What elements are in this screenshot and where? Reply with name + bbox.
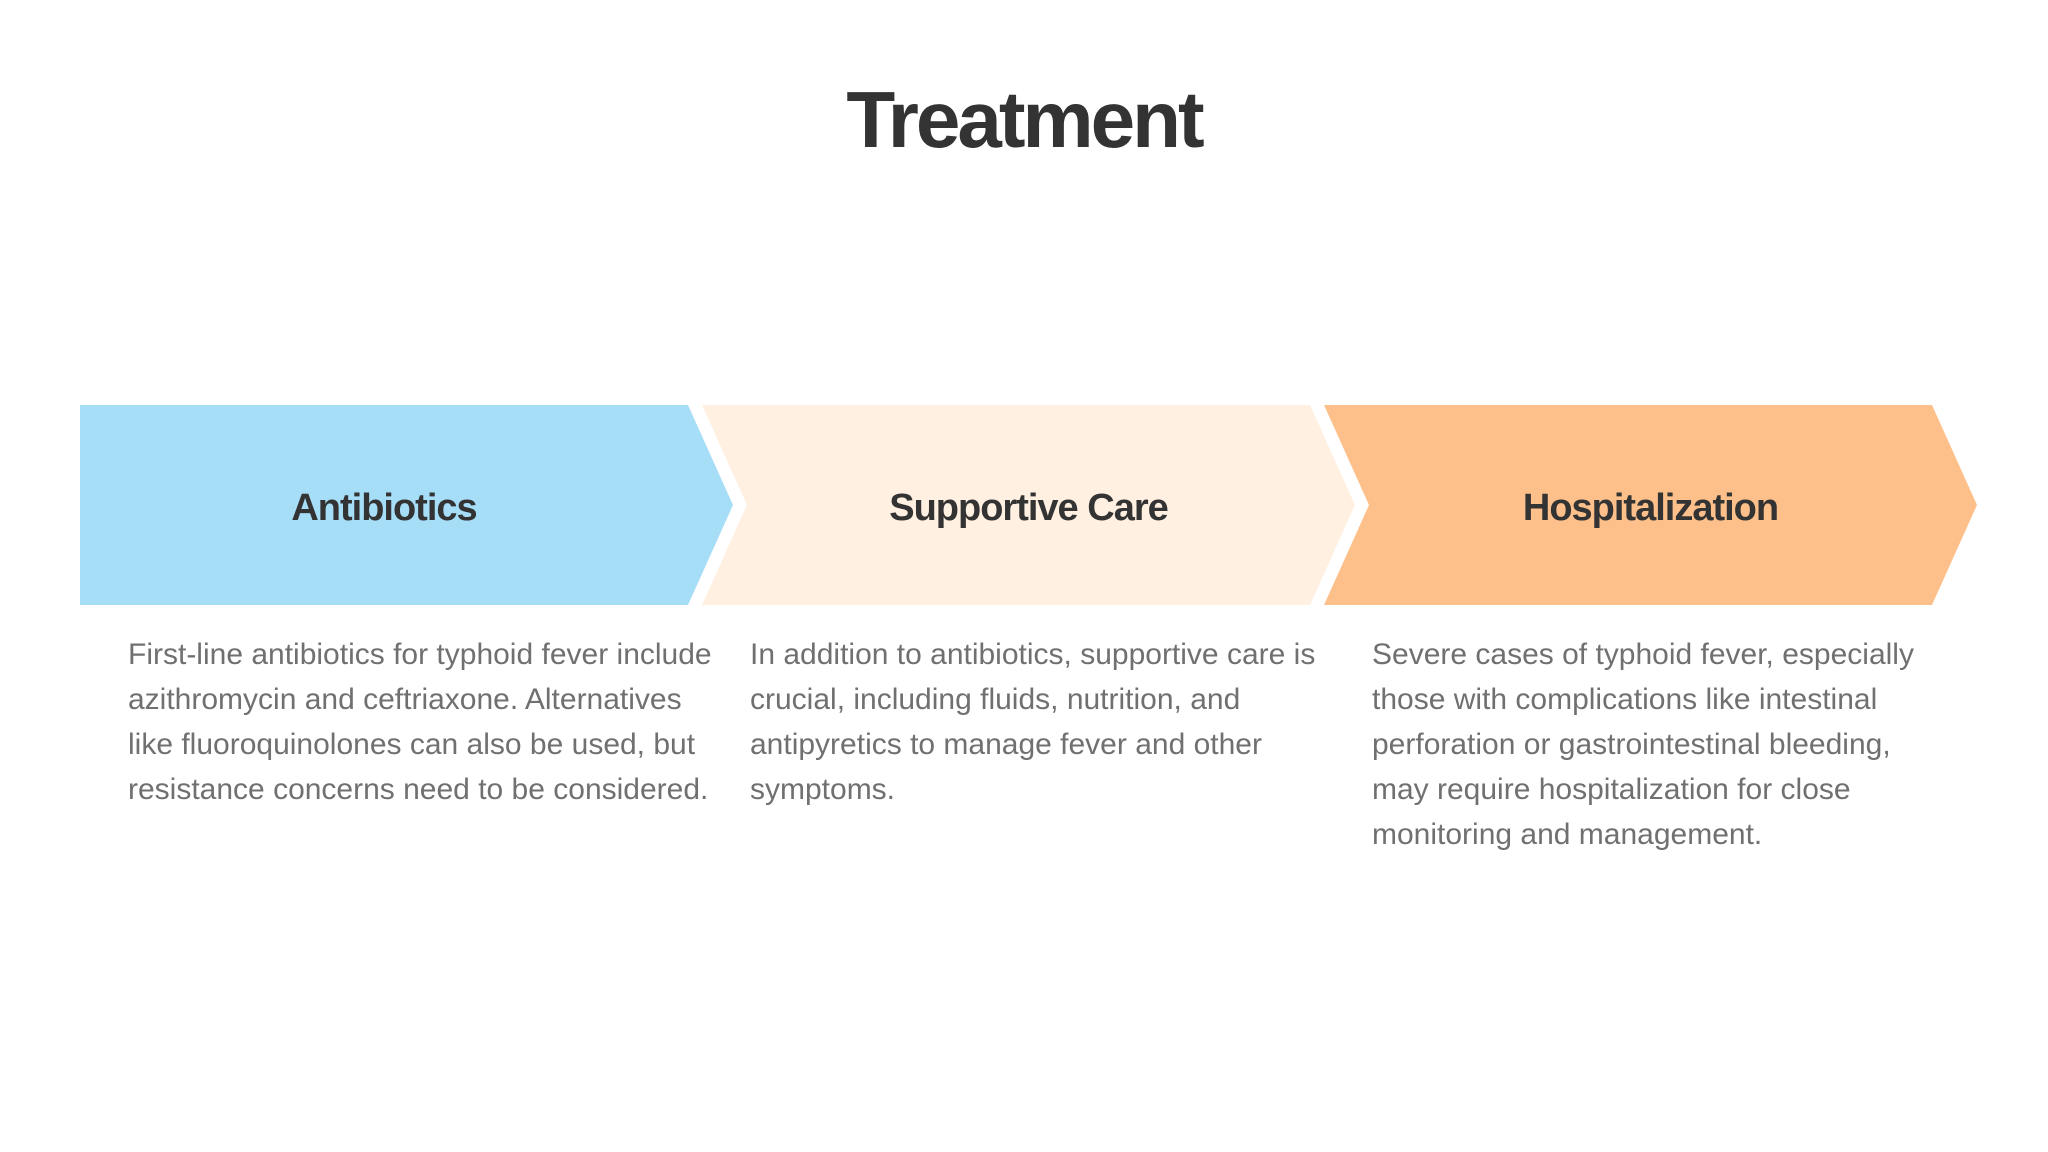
chevron-hospitalization xyxy=(1324,405,1977,605)
chevron-antibiotics xyxy=(80,405,733,605)
step-title-antibiotics: Antibiotics xyxy=(291,487,477,529)
chevron-supportive-care xyxy=(702,405,1355,605)
step-title-hospitalization: Hospitalization xyxy=(1522,487,1779,529)
step-description-antibiotics: First-line antibiotics for typhoid fever… xyxy=(128,638,712,806)
page-title: Treatment xyxy=(846,75,1204,164)
step-description-supportive-care: In addition to antibiotics, supportive c… xyxy=(750,638,1316,806)
step-description-hospitalization: Severe cases of typhoid fever, especiall… xyxy=(1372,638,1914,851)
step-title-supportive-care: Supportive Care xyxy=(889,487,1169,529)
